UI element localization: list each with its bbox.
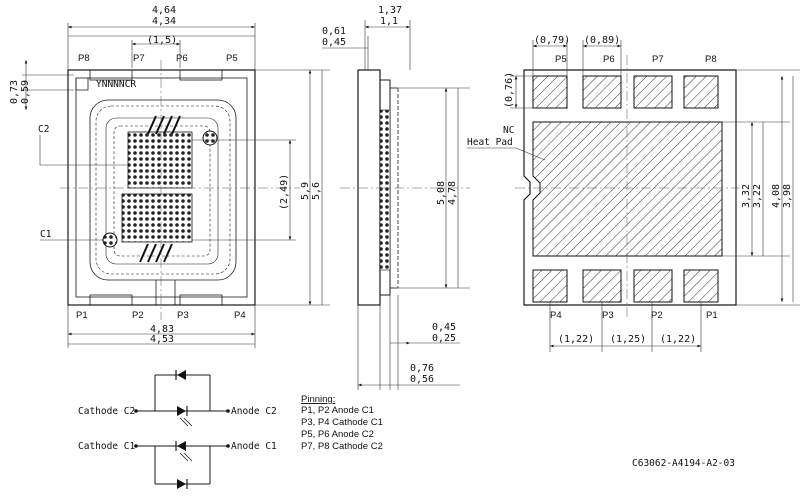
label-cathode-c1: Cathode C1	[78, 441, 135, 452]
dim-heat-pad-a: 3,32	[741, 184, 752, 208]
circuit-schematic: Cathode C2 Anode C2 Cathode C1 Anode C1	[78, 370, 277, 489]
dim-pitch-1: (1,22)	[558, 334, 594, 345]
pinning-line: P1, P2 Anode C1	[301, 405, 374, 416]
bottom-pin-p5: P5	[555, 54, 567, 65]
dim-side-height-b: 4,78	[447, 181, 458, 205]
dim-side-width-a: 1,37	[378, 5, 402, 16]
cap-c1-marker	[102, 232, 118, 248]
heat-pad	[532, 121, 723, 257]
heat-pad-nc: NC	[503, 125, 514, 136]
dim-side-width-b: 1,1	[380, 16, 398, 27]
label-cathode-c2: Cathode C2	[78, 406, 135, 417]
dim-side-base-b: 0,56	[410, 374, 434, 385]
dim-height-inner: 5,9	[300, 182, 311, 200]
dim-pitch-2: (1,25)	[610, 334, 646, 345]
dim-side-base-a: 0,76	[410, 363, 434, 374]
bottom-pin-p1: P1	[706, 310, 718, 321]
pinning-line: P7, P8 Cathode C2	[301, 441, 383, 452]
bottom-pin-p8: P8	[705, 54, 717, 65]
dim-side-lead-b: 0,25	[432, 333, 456, 344]
pin-label-p2: P2	[132, 310, 144, 321]
bottom-pin-p2: P2	[651, 310, 663, 321]
dim-pitch-3: (1,22)	[660, 334, 696, 345]
diode-c1-led-icon	[177, 441, 186, 451]
pin-label-p7: P7	[133, 53, 145, 64]
dim-chip-height: (2,49)	[279, 174, 290, 210]
bottom-pin-p3: P3	[602, 310, 614, 321]
dim-side-height-a: 5,08	[436, 181, 447, 205]
pin-label-p1: P1	[76, 310, 88, 321]
dim-side-lead-a: 0,45	[432, 322, 456, 333]
pin-label-p6: P6	[176, 53, 188, 64]
label-c2: C2	[38, 124, 49, 135]
pinning-line: P5, P6 Anode C2	[301, 429, 374, 440]
side-view: 1,37 1,1 0,61 0,45 5,08 4,78 0,45 0,25	[322, 5, 470, 390]
dim-body-a: 4,08	[771, 184, 782, 208]
bottom-pin-p6: P6	[603, 54, 615, 65]
cap-c2-marker	[202, 130, 218, 146]
dim-bottom-inner: 4,53	[150, 334, 174, 345]
dim-notch-inner: 0,59	[20, 80, 31, 104]
dim-body-b: 3,98	[782, 184, 793, 208]
pinning-title: Pinning:	[301, 394, 335, 405]
bottom-view: P5 P6 P7 P8 P4 P3 P2 P1 (0,79) (0,89) (0…	[467, 35, 800, 352]
pin-label-p4: P4	[234, 310, 246, 321]
bond-wires-top	[147, 115, 181, 135]
dim-width-inner: 4,34	[152, 16, 176, 27]
dim-heat-pad-b: 3,22	[752, 184, 763, 208]
diode-c1-protect-icon	[177, 479, 186, 489]
dim-side-top-b: 0,45	[322, 37, 346, 48]
heat-pad-label: Heat Pad	[467, 137, 513, 148]
pinning-legend: Pinning: P1, P2 Anode C1 P3, P4 Cathode …	[301, 394, 383, 452]
dim-height-outer: 5,6	[311, 182, 322, 200]
dim-side-top-a: 0,61	[322, 26, 346, 37]
dim-bottom-outer: 4,83	[150, 324, 174, 335]
drawing-code: C63062-A4194-A2-03	[632, 458, 735, 469]
bottom-pin-p4: P4	[550, 310, 562, 321]
pinning-line: P3, P4 Cathode C1	[301, 417, 383, 428]
dim-pad-width-1: (0,79)	[534, 35, 570, 46]
dim-pad-height: (0,76)	[504, 72, 515, 108]
dim-notch-outer: 0,73	[9, 80, 20, 104]
pin-label-p3: P3	[177, 310, 189, 321]
label-anode-c2: Anode C2	[231, 406, 277, 417]
label-anode-c1: Anode C1	[231, 441, 277, 452]
pin-label-p5: P5	[226, 53, 238, 64]
package-marking: YNNNNCR	[96, 79, 136, 90]
top-view: 4,64 4,34 (1,5) 0,73 0,59	[9, 5, 330, 348]
dim-width-outer: 4,64	[152, 5, 176, 16]
bottom-pin-p7: P7	[652, 54, 664, 65]
label-c1: C1	[40, 229, 52, 240]
pin-label-p8: P8	[78, 53, 90, 64]
dim-pad-width-2: (0,89)	[584, 35, 620, 46]
dim-pitch-top: (1,5)	[147, 35, 177, 46]
diode-c2-protect-icon	[177, 370, 186, 380]
bond-wires-bottom	[139, 243, 173, 263]
diode-c2-led-icon	[177, 406, 186, 416]
